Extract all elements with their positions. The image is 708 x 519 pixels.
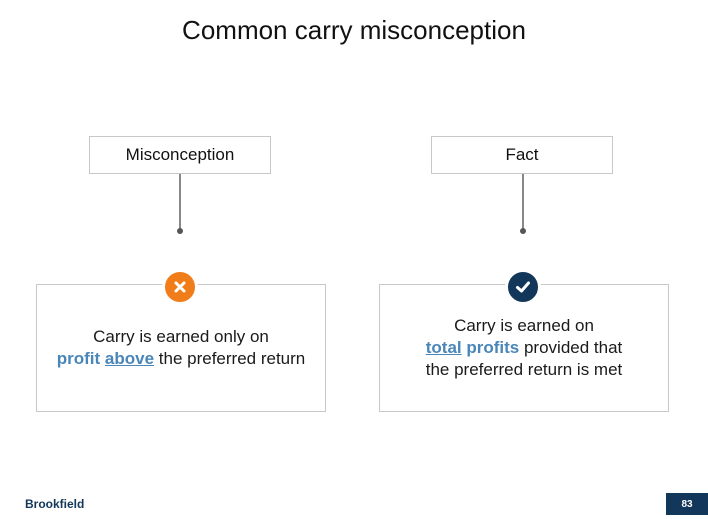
page-number: 83: [681, 498, 693, 510]
fact-line-3: the preferred return is met: [425, 360, 623, 379]
slide-title: Common carry misconception: [182, 15, 526, 45]
fact-connector-line: [522, 174, 524, 230]
misconception-content-box: Carry is earned only on profit above the…: [36, 284, 326, 412]
misconception-label-box: Misconception: [89, 136, 271, 174]
misconception-label: Misconception: [125, 145, 235, 164]
fact-line-1: Carry is earned on: [454, 316, 594, 335]
fact-line-2: total profits provided that: [426, 337, 623, 359]
misconception-connector-dot: [177, 228, 183, 234]
checkmark-icon: [505, 269, 541, 305]
page-number-badge: 83: [666, 493, 708, 515]
misconception-highlight-profit: profit: [56, 349, 101, 368]
misconception-line-1: Carry is earned only on: [93, 327, 269, 346]
fact-content-box: Carry is earned on total profits provide…: [379, 284, 669, 412]
fact-connector-dot: [520, 228, 526, 234]
brand-logo-text: Brookfield: [25, 497, 85, 511]
misconception-line-2: profit above the preferred return: [57, 348, 306, 370]
misconception-highlight-above: above: [104, 349, 155, 368]
fact-label: Fact: [505, 145, 539, 164]
fact-label-box: Fact: [431, 136, 613, 174]
misconception-line-2-rest: the preferred return: [154, 349, 306, 368]
fact-line-2-rest: provided that: [519, 338, 623, 357]
close-icon: [162, 269, 198, 305]
fact-highlight-total: total: [425, 338, 462, 357]
misconception-connector-line: [179, 174, 181, 230]
fact-highlight-profits: profits: [466, 338, 520, 357]
